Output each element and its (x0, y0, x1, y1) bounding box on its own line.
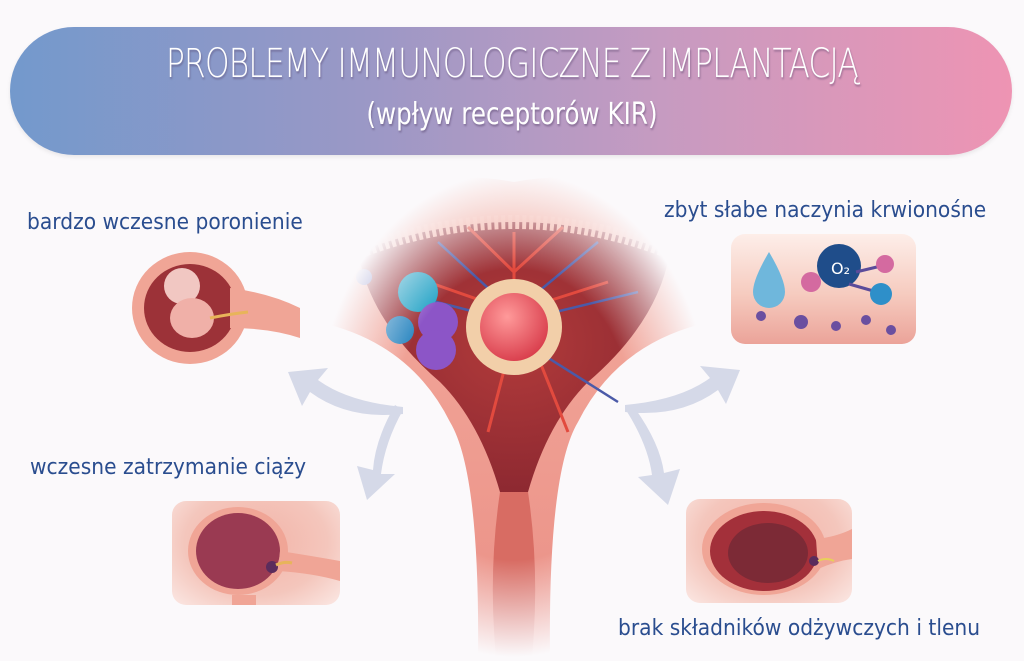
arrow-to-weak-vessels (620, 360, 740, 424)
early-miscarriage-illustration (130, 248, 300, 368)
nutrient-deficit-illustration (686, 499, 852, 603)
arrow-to-early-miscarriage (288, 362, 408, 426)
title-banner (10, 27, 1012, 155)
label-early-pregnancy-arrest: wczesne zatrzymanie ciąży (30, 455, 307, 480)
uterus-illustration (318, 172, 710, 658)
oxygen-symbol: O₂ (831, 259, 850, 278)
weak-vessels-illustration: O₂ (731, 234, 916, 344)
label-nutrient-oxygen-deficit: brak składników odżywczych i tlenu (618, 616, 981, 641)
arrow-to-nutrient-deficit (618, 405, 688, 509)
page-subtitle: (wpływ receptorów KIR) (366, 97, 658, 132)
page-title: PROBLEMY IMMUNOLOGICZNE Z IMPLANTACJĄ (166, 41, 859, 87)
arrow-to-pregnancy-arrest (345, 400, 405, 504)
pregnancy-arrest-illustration (172, 501, 340, 605)
label-weak-blood-vessels: zbyt słabe naczynia krwionośne (664, 198, 987, 223)
label-early-miscarriage: bardzo wczesne poronienie (27, 210, 303, 235)
